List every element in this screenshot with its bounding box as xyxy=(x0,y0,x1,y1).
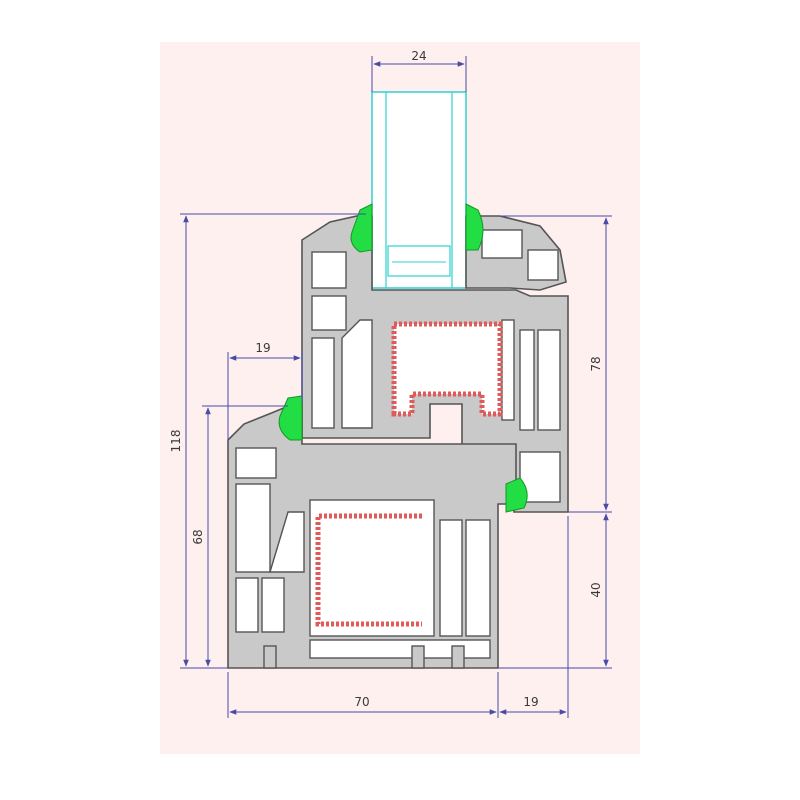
dim-label-sash-height: 78 xyxy=(589,356,603,371)
glass-unit xyxy=(371,91,467,289)
dimension-total-height: 118 xyxy=(169,213,366,669)
dim-label-sash-lower: 40 xyxy=(589,582,603,597)
dimension-sash-height: 78 xyxy=(500,215,612,513)
dim-label-sash-step: 19 xyxy=(255,341,270,355)
dimension-sash-step: 19 xyxy=(227,341,303,440)
dimension-frame-height: 68 xyxy=(191,405,288,667)
dimension-frame-width: 70 xyxy=(227,672,499,718)
dimension-sash-lower: 40 xyxy=(498,513,612,669)
dim-label-frame-height: 68 xyxy=(191,529,205,544)
dimension-glass-width: 24 xyxy=(371,49,467,92)
dim-label-glass-width: 24 xyxy=(411,49,426,63)
dimension-sash-overlap: 19 xyxy=(499,516,569,718)
dim-label-frame-width: 70 xyxy=(354,695,369,709)
gaskets xyxy=(278,203,528,513)
dim-label-total-height: 118 xyxy=(169,430,183,453)
frame-profile xyxy=(227,401,517,669)
dim-label-sash-overlap: 19 xyxy=(523,695,538,709)
